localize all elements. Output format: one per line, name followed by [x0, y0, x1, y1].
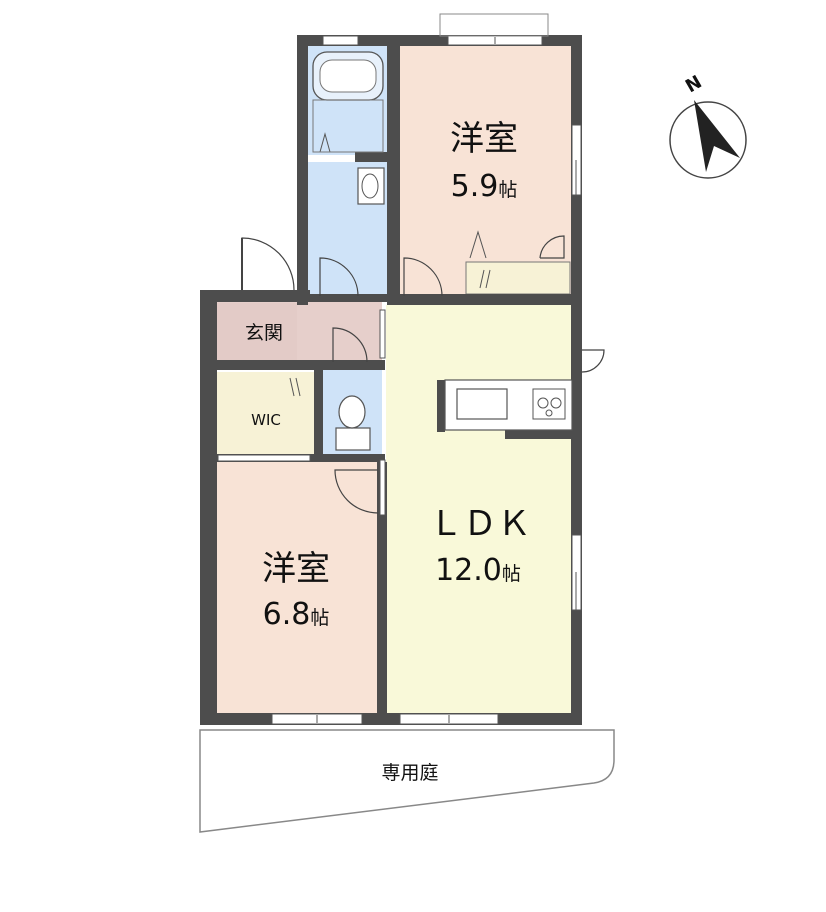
room-western-lower-size: 6.8帖 [263, 597, 330, 632]
room-ldk-name: ＬＤＫ [429, 504, 531, 544]
garden-outline [199, 729, 615, 833]
entrance-label: 玄関 [245, 322, 283, 344]
washbasin [357, 167, 385, 205]
room-western-upper-size-unit: 帖 [498, 179, 517, 201]
room-western-upper-name: 洋室 [450, 119, 518, 159]
room-western-lower-size-value: 6.8 [263, 597, 311, 632]
room-western-lower-size-unit: 帖 [310, 607, 329, 629]
garden-label: 専用庭 [381, 762, 438, 784]
bathtub [312, 51, 384, 153]
kitchen-counter [444, 379, 573, 431]
wic-label: WIC [251, 411, 281, 429]
room-western-upper-floor [400, 45, 572, 298]
room-western-lower-name: 洋室 [262, 549, 330, 589]
compass-north-label: N [682, 72, 706, 98]
entrance-floor [217, 303, 297, 360]
room-western-upper-size: 5.9帖 [451, 169, 518, 204]
north-arrow-icon [669, 100, 747, 179]
closet-upper-floor [465, 261, 571, 295]
room-western-upper-size-value: 5.9 [451, 169, 499, 204]
room-ldk-size: 12.0帖 [435, 553, 521, 588]
room-western-lower-floor [217, 462, 377, 714]
toilet [335, 395, 371, 451]
room-ldk-size-value: 12.0 [435, 553, 502, 588]
doors [241, 235, 605, 514]
wic-floor [217, 372, 315, 454]
room-ldk-floor [386, 305, 572, 714]
room-ldk-size-unit: 帖 [502, 563, 521, 585]
